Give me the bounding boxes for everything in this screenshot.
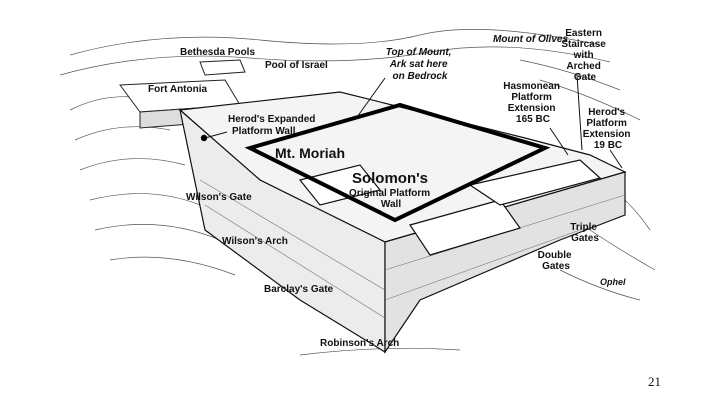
label-mt-moriah: Mt. Moriah — [275, 145, 345, 161]
label-mount-of-olives: Mount of Olives — [493, 34, 568, 45]
label-triple-gates: Triple Gates — [570, 222, 599, 244]
temple-platform — [178, 91, 627, 354]
label-barclays-gate: Barclay's Gate — [264, 284, 334, 295]
label-robinsons-arch: Robinson's Arch — [320, 338, 399, 349]
label-original-platform-wall: Original Platform Wall — [349, 188, 433, 210]
page-number: 21 — [648, 374, 661, 389]
label-top-of-mount: Top of Mount, Ark sat here on Bedrock — [386, 47, 455, 82]
diagram-labels: Bethesda Pools Pool of Israel Mount of O… — [148, 28, 634, 349]
label-fort-antonia: Fort Antonia — [148, 84, 208, 95]
label-eastern-staircase: Eastern Staircase with Arched Gate — [561, 28, 608, 83]
label-ophel: Ophel — [600, 277, 626, 287]
solomons-original-platform-outline — [244, 102, 551, 223]
label-solomons: Solomon's — [352, 170, 428, 187]
label-double-gates: Double Gates — [538, 250, 575, 272]
label-wilsons-gate: Wilson's Gate — [186, 192, 252, 203]
label-wilsons-arch: Wilson's Arch — [222, 236, 288, 247]
label-hasmonean-extension: Hasmonean Platform Extension 165 BC — [503, 81, 562, 125]
label-herods-platform-extension: Herod's Platform Extension 19 BC — [583, 107, 634, 151]
callout-lines — [204, 74, 623, 169]
label-bethesda-pools: Bethesda Pools — [180, 47, 255, 58]
label-pool-of-israel: Pool of Israel — [265, 60, 328, 71]
herods-wall-marker — [200, 134, 208, 142]
label-herods-expanded-wall: Herod's Expanded Platform Wall — [228, 114, 318, 137]
